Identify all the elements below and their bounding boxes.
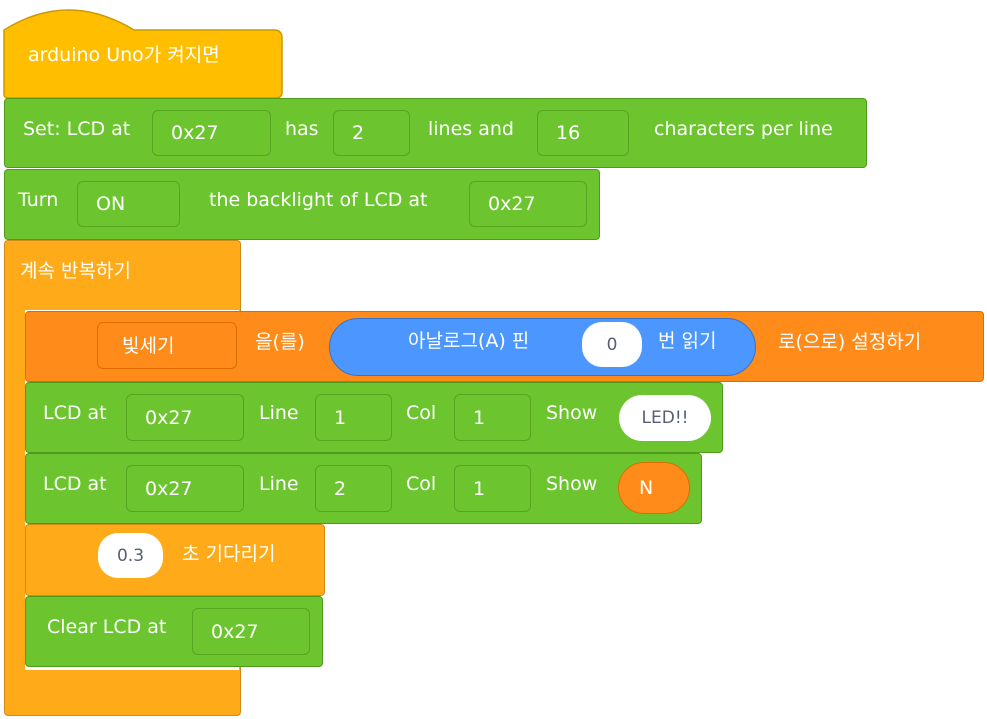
chars-per-line-label: characters per line <box>654 118 833 140</box>
line-label: Line <box>259 473 299 495</box>
lcd-show-2-address-field[interactable]: 0x27 <box>126 465 244 512</box>
wait-seconds-input[interactable]: 0.3 <box>98 533 163 578</box>
analog-pin-input[interactable]: 0 <box>582 322 642 367</box>
lcd-show-2-line-field[interactable]: 2 <box>315 465 392 512</box>
backlight-block[interactable] <box>4 169 600 240</box>
lines-field[interactable]: 2 <box>333 110 410 156</box>
lcd-show-2-col-field[interactable]: 1 <box>454 465 531 512</box>
lcd-setup-prefix: Set: LCD at <box>23 118 131 140</box>
hat-block-label: arduino Uno가 켜지면 <box>28 44 220 66</box>
lcd-show-1-text-input[interactable]: LED!! <box>619 395 711 441</box>
lcd-show-2-variable-reporter[interactable]: N <box>618 462 690 514</box>
col-label: Col <box>406 473 437 495</box>
lcd-setup-block[interactable] <box>4 98 867 168</box>
to-label: 을(를) <box>255 331 305 353</box>
clear-lcd-label: Clear LCD at <box>47 616 167 638</box>
lcd-address-field[interactable]: 0x27 <box>152 110 271 156</box>
backlight-state-field[interactable]: ON <box>77 181 180 227</box>
backlight-middle-label: the backlight of LCD at <box>209 189 428 211</box>
lcd-show-block-2[interactable] <box>25 453 702 524</box>
lcd-show-1-line-field[interactable]: 1 <box>315 394 392 441</box>
analog-read-prefix: 아날로그(A) 핀 <box>408 330 530 352</box>
lcd-show-1-col-field[interactable]: 1 <box>454 394 531 441</box>
lines-and-label: lines and <box>428 118 514 140</box>
turn-label: Turn <box>18 189 59 211</box>
clear-lcd-block[interactable] <box>25 596 323 667</box>
wait-block[interactable] <box>25 524 325 596</box>
lcd-at-label: LCD at <box>43 473 107 495</box>
show-label: Show <box>546 473 598 495</box>
analog-read-reporter[interactable] <box>329 318 756 376</box>
col-label: Col <box>406 402 437 424</box>
line-label: Line <box>259 402 299 424</box>
backlight-address-field[interactable]: 0x27 <box>469 181 587 227</box>
has-label: has <box>285 118 319 140</box>
lcd-at-label: LCD at <box>43 402 107 424</box>
set-variable-suffix: 로(으로) 설정하기 <box>778 331 922 353</box>
lcd-show-block-1[interactable] <box>25 382 723 453</box>
analog-read-suffix: 번 읽기 <box>658 330 717 352</box>
wait-block-label: 초 기다리기 <box>182 543 276 565</box>
show-label: Show <box>546 402 598 424</box>
lcd-show-1-address-field[interactable]: 0x27 <box>126 394 244 441</box>
clear-lcd-address-field[interactable]: 0x27 <box>192 608 310 655</box>
hat-block[interactable] <box>0 0 290 105</box>
forever-block-label: 계속 반복하기 <box>20 260 131 282</box>
chars-field[interactable]: 16 <box>537 110 629 156</box>
variable-dropdown[interactable]: 빛세기 <box>97 322 237 369</box>
